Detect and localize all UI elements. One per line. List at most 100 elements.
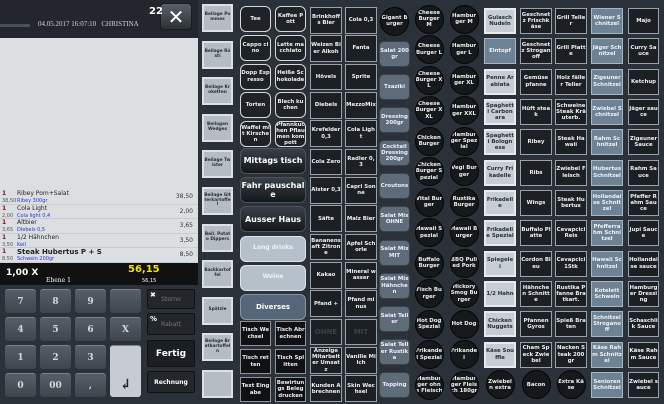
key-6[interactable]: 6 <box>75 317 106 341</box>
button-k-se-rahm-schnitzel[interactable]: Käse Rahm Schnitzel <box>591 341 623 368</box>
button-blech-kuchen[interactable]: Blech kuchen <box>275 92 306 119</box>
button-weizen-bier-alkoh[interactable]: Weizen Bier Alkoh <box>310 35 342 62</box>
button-spiegelei[interactable]: Spiegelei <box>484 250 516 277</box>
button-cocktail-dressing-200gr[interactable]: Cocktail Dressing 200gr <box>379 140 410 167</box>
key-c[interactable]: C <box>110 289 141 313</box>
button-diverses[interactable]: Diverses <box>240 293 306 320</box>
button-cappo-cino[interactable]: Cappo cino <box>240 34 271 61</box>
key-4[interactable]: 4 <box>5 317 36 341</box>
button-holz-f-ller-teller[interactable]: Holz fäller Teller <box>555 68 587 95</box>
button-pfefferrahm-schnitzel[interactable]: Pfefferrahm Schnitzel <box>591 220 623 247</box>
button-sp-tzle[interactable]: Spätzle <box>202 296 233 325</box>
button-hamburger-xxl[interactable]: Hamburger XXL <box>449 96 479 125</box>
button-k-se-rahm-sauce[interactable]: Käse Rahm Sauce <box>628 341 659 368</box>
button-bananensaft-zitrone[interactable]: Bananensaft Zitrone <box>310 233 342 261</box>
button-extra-k-se[interactable]: Extra Käse <box>556 370 586 400</box>
button-mezzomix[interactable]: MezzoMix <box>345 92 377 119</box>
button-croutons[interactable]: Croutons <box>379 173 410 200</box>
button-cheese-burger-l[interactable]: Cheese Burger L <box>414 35 444 64</box>
button-salat-mix-h-hnchen[interactable]: Salat Mix Hähnchen <box>379 272 410 299</box>
button-pfand[interactable]: Pfand + <box>310 290 342 317</box>
button-beilage-gitterkartoffel[interactable]: Beilage Gitterkartoffel <box>202 186 233 215</box>
button-hawaii-schnitzel[interactable]: Hawaii Schnitzel <box>591 250 623 277</box>
close-button[interactable]: ✕ <box>160 3 192 30</box>
button-topping[interactable]: Topping <box>379 371 410 398</box>
button-tisch-wechsel[interactable]: Tisch Wechsel <box>240 321 271 346</box>
key-8[interactable]: 8 <box>40 289 71 313</box>
button-radler-0-3[interactable]: Radler 0,3 <box>345 148 377 176</box>
button-hei-e-schokolade[interactable]: Heiße Schokolade <box>275 63 306 90</box>
button-weine[interactable]: Weine <box>240 264 306 291</box>
button-tzaziki[interactable]: Tzaziki <box>379 74 410 101</box>
rabatt-button[interactable]: %Rabatt <box>147 313 195 335</box>
button-salat-mix-ohne[interactable]: Salat Mix OHNE <box>379 206 410 233</box>
button-rustika-burger[interactable]: Rustika Burger <box>449 187 479 217</box>
button-ohne[interactable]: OHNE <box>310 318 342 346</box>
button-long-drinks[interactable]: Long drinks <box>240 235 306 262</box>
button-hawaii-burger[interactable]: Hawaii Burger <box>449 218 479 247</box>
button-beilage-bratkartoffeln[interactable]: Beilage Bratkartoffeln <box>202 333 233 362</box>
key-9[interactable]: 9 <box>75 289 106 313</box>
button-salat-200gr[interactable]: Salat 200gr <box>379 41 410 68</box>
button-pfannen-gyros[interactable]: Pfannen Gyros <box>520 311 552 338</box>
button-malz-bier[interactable]: Malz Bier <box>345 205 377 232</box>
button-hubertus-schnitzel[interactable]: Hubertus Schnitzel <box>591 159 623 186</box>
button-spaghetti-bolognese[interactable]: Spaghetti Bolognese <box>484 129 516 156</box>
button-zwiebel-fleisch[interactable]: Zwiebel Fleisch <box>555 159 587 186</box>
button-hamburger-m[interactable]: Hamburger M <box>449 4 479 34</box>
button-zigeuner-sauce[interactable]: Zigeuner Sauce <box>628 129 659 156</box>
rechnung-button[interactable]: Rechnung <box>147 371 195 393</box>
button-pfannkuchen-pflaumen-kompott[interactable]: Pfannkuchen Pflaumen kompott <box>275 121 306 147</box>
button-k-se-souffle[interactable]: Käse Souffle <box>484 341 516 368</box>
button-spie-braten[interactable]: Spieß Braten <box>555 311 587 338</box>
button-curry-sauce[interactable]: Curry Sauce <box>628 38 659 65</box>
button-hamburger-xl[interactable]: Hamburger XL <box>449 65 479 95</box>
button-hollandaise-schnitzel[interactable]: Hollandaise Schnitzel <box>591 189 623 216</box>
button-vanille-milch[interactable]: Vanille Milch <box>345 347 377 374</box>
button-bacon[interactable]: Bacon <box>521 370 551 400</box>
button-sprite[interactable]: Sprite <box>345 63 377 91</box>
button-cheese-burger-m[interactable]: Cheese Burger M <box>414 4 444 34</box>
button-curry-frikadelle[interactable]: Curry Frikadelle <box>484 159 516 186</box>
button-gem-se-pfanne[interactable]: Gemüse pfanne <box>520 68 552 95</box>
button-cola-light[interactable]: Cola Light <box>345 120 377 147</box>
button-cordon-bleu[interactable]: Cordon Bleu <box>520 250 552 277</box>
button-pfeffer-rahm-sauce[interactable]: Pfeffer Rahm Sauce <box>628 189 659 216</box>
key-1[interactable]: 1 <box>5 345 36 369</box>
button-nacken-steak-200gr[interactable]: Nacken Steak 200gr <box>555 341 587 368</box>
fertig-button[interactable]: Fertig <box>147 340 195 367</box>
button-bbq-pulled-pork[interactable]: BBQ Pulled Pork <box>449 248 479 278</box>
button-wings[interactable]: Wings <box>520 189 552 216</box>
button-h-ft-steak[interactable]: Hüft steak <box>520 98 552 125</box>
button-hamburger-dressing[interactable]: Hamburger Dressing <box>628 280 659 307</box>
button-dopp-espresso[interactable]: Dopp Espresso <box>240 63 271 90</box>
button-hamburger-ohne-fleisch[interactable]: Hamburger ohne Fleisch <box>414 370 444 400</box>
button-skin-wechsel[interactable]: Skin Wechsel <box>345 375 377 402</box>
button-bewirtungs-beleg-drucken[interactable]: Bewirtungs Beleg drucken <box>275 377 306 402</box>
button-zwiebeln-extra[interactable]: Zwiebeln extra <box>485 370 515 400</box>
button-ribs[interactable]: Ribs <box>520 159 552 186</box>
button-majo[interactable]: Majo <box>628 8 659 34</box>
button-penne-arabiata[interactable]: Penne Arabiata <box>484 68 516 95</box>
button-hamburger-fleisch-180gr[interactable]: Hamburger Fleisch 180gr <box>449 370 479 400</box>
button-frikandel-spezial[interactable]: Frikandel Spezial <box>414 340 444 369</box>
button-kaffee-pott[interactable]: Kaffee Pott <box>275 6 306 32</box>
button-brinkhoffs-bier[interactable]: Brinkhoffs Bier <box>310 7 342 34</box>
button-1-2-hahn[interactable]: 1/2 Hahn <box>484 280 516 307</box>
button-rustika-pfanne-bratkart[interactable]: Rustika Pfanne Bratkart. <box>555 280 587 307</box>
button-beilage-twister[interactable]: Beilage Twister <box>202 150 233 179</box>
button-chicken-burger-spezial[interactable]: Chicken Burger Spezial <box>414 157 444 186</box>
button-ausser-haus[interactable]: Ausser Haus <box>240 206 306 233</box>
button-steak-hawaii[interactable]: Steak Hawaii <box>555 129 587 156</box>
button-tisch-retten[interactable]: Tisch retten <box>240 349 271 374</box>
button-mit[interactable]: MIT <box>345 318 377 346</box>
button-grill-teller[interactable]: Grill Teller <box>555 8 587 34</box>
button-kotelett-schwein[interactable]: Kotelett Schwein <box>591 280 623 307</box>
button-hawaii-spezial[interactable]: Hawaii Spezial <box>414 218 444 247</box>
button-fahr-pauschale[interactable]: Fahr pauschale <box>240 177 306 204</box>
button-pfand-minus[interactable]: Pfand minus <box>345 290 377 317</box>
